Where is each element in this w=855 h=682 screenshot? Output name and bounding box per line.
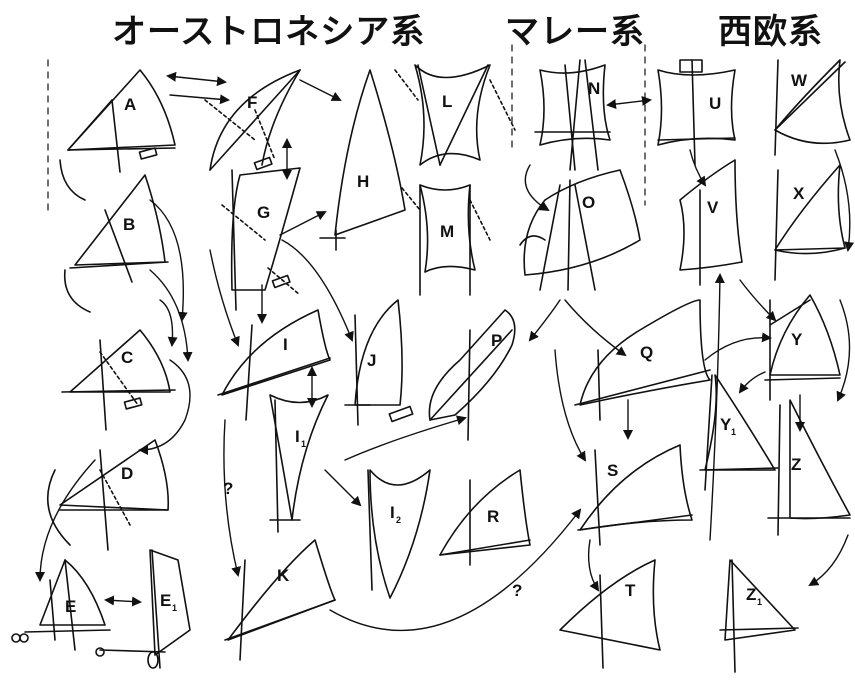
sail-X bbox=[774, 164, 846, 281]
label-Y: Y bbox=[791, 330, 803, 349]
label-N: N bbox=[588, 79, 600, 98]
label-O: O bbox=[582, 193, 595, 212]
label-R: R bbox=[487, 507, 499, 526]
header-malay: マレー系 bbox=[505, 12, 645, 52]
sail-W bbox=[774, 59, 851, 156]
sail-U bbox=[657, 59, 736, 166]
label-I: I bbox=[283, 335, 288, 354]
label-E1: E bbox=[160, 591, 171, 610]
sail-labels: A B C D E E 1 F G H I I 1 I 2 J K L M N … bbox=[65, 71, 808, 616]
sail-I2 bbox=[367, 469, 431, 599]
label-T: T bbox=[625, 581, 636, 600]
question-mark-1: ? bbox=[223, 479, 233, 498]
sail-C bbox=[61, 329, 176, 431]
label-I2: I bbox=[390, 503, 395, 522]
sail-M bbox=[401, 184, 491, 296]
label-A: A bbox=[124, 95, 136, 114]
sail-P bbox=[388, 309, 516, 441]
label-Z1: Z bbox=[746, 585, 756, 604]
label-J: J bbox=[367, 351, 376, 370]
header-austronesian: オーストロネシア系 bbox=[112, 12, 426, 52]
sail-N bbox=[534, 59, 611, 171]
label-W: W bbox=[791, 71, 808, 90]
sail-O bbox=[519, 169, 641, 291]
label-Y1-sub: 1 bbox=[731, 427, 736, 437]
label-Y1: Y bbox=[720, 415, 732, 434]
label-G: G bbox=[257, 203, 270, 222]
sail-V bbox=[679, 159, 743, 286]
question-mark-2: ? bbox=[512, 581, 522, 600]
label-I1: I bbox=[295, 427, 300, 446]
sail-Y bbox=[764, 294, 841, 401]
label-C: C bbox=[121, 348, 133, 367]
sail-Q bbox=[574, 299, 711, 421]
sail-Y1 bbox=[699, 374, 779, 491]
label-H: H bbox=[357, 172, 369, 191]
sail-D bbox=[47, 439, 170, 551]
sail-J bbox=[344, 299, 403, 426]
label-V: V bbox=[707, 198, 719, 217]
sail-L bbox=[394, 64, 516, 166]
region-dividers bbox=[47, 44, 646, 216]
sail-S bbox=[577, 444, 693, 546]
sail-B bbox=[63, 174, 169, 313]
sail-I bbox=[217, 309, 331, 421]
sail-G bbox=[221, 167, 301, 311]
label-U: U bbox=[709, 94, 721, 113]
sail-T bbox=[559, 559, 661, 669]
label-Z1-sub: 1 bbox=[757, 597, 762, 607]
label-P: P bbox=[491, 331, 502, 350]
label-K: K bbox=[277, 566, 290, 585]
label-F: F bbox=[247, 93, 257, 112]
sail-R bbox=[439, 469, 531, 566]
connection-arrows bbox=[35, 71, 855, 631]
label-Z: Z bbox=[791, 455, 801, 474]
label-Q: Q bbox=[640, 343, 653, 362]
label-B: B bbox=[123, 215, 135, 234]
sail-I1 bbox=[269, 394, 329, 533]
label-I2-sub: 2 bbox=[396, 515, 401, 525]
label-I1-sub: 1 bbox=[301, 439, 306, 449]
sail-F bbox=[204, 69, 301, 171]
sail-E bbox=[11, 559, 111, 651]
label-E: E bbox=[65, 597, 76, 616]
label-X: X bbox=[793, 184, 805, 203]
sail-Z1 bbox=[719, 559, 799, 673]
sail-K bbox=[224, 539, 336, 661]
label-D: D bbox=[121, 464, 133, 483]
sail-Z bbox=[767, 399, 851, 536]
label-S: S bbox=[607, 461, 618, 480]
label-E1-sub: 1 bbox=[172, 603, 177, 613]
label-L: L bbox=[442, 92, 452, 111]
sail-A bbox=[59, 69, 176, 201]
sail-H bbox=[319, 69, 406, 251]
header-western: 西欧系 bbox=[718, 12, 823, 52]
label-M: M bbox=[440, 222, 454, 241]
sail-E1 bbox=[95, 549, 191, 669]
